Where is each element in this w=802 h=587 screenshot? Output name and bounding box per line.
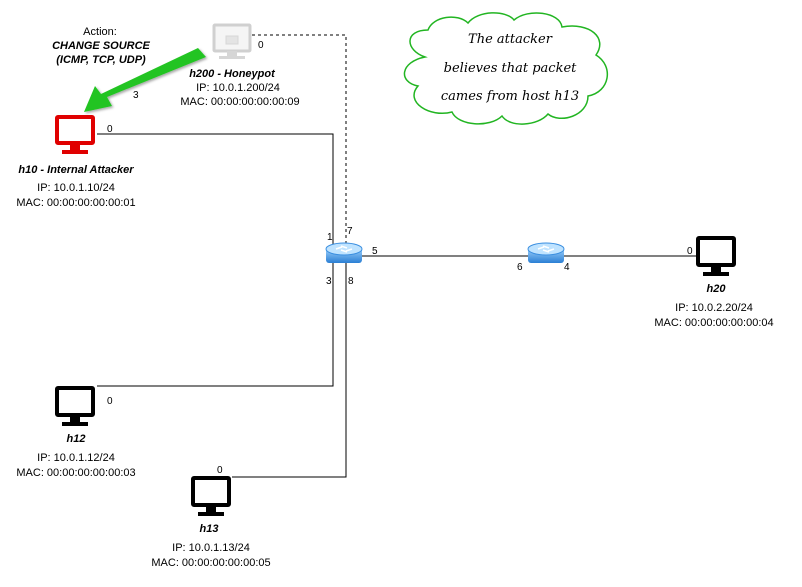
action-title: Action:: [83, 26, 117, 38]
monitor-icon: [55, 386, 95, 426]
h12-mac: MAC: 00:00:00:00:00:03: [16, 467, 135, 479]
h13-port-label: 0: [217, 465, 223, 476]
switch1-port-7: 7: [347, 226, 353, 237]
h20-port-label: 0: [687, 246, 693, 257]
switch1-port-3: 3: [326, 276, 332, 287]
monitor-icon: [212, 23, 252, 59]
h10-name: h10 - Internal Attacker: [18, 164, 134, 176]
monitor-icon: [191, 476, 231, 516]
h13-ip: IP: 10.0.1.13/24: [172, 542, 250, 554]
h200-name: h200 - Honeypot: [189, 68, 276, 80]
cloud-line-2: believes that packet: [444, 61, 577, 76]
thought-cloud: The attacker believes that packet cames …: [403, 12, 609, 125]
attack-arrow: [84, 48, 206, 112]
h20-name: h20: [707, 283, 727, 295]
host-h20[interactable]: 0 h20 IP: 10.0.2.20/24 MAC: 00:00:00:00:…: [654, 236, 774, 329]
h200-ip: IP: 10.0.1.200/24: [196, 82, 280, 94]
h13-name: h13: [200, 523, 219, 535]
h10-port-label: 0: [107, 124, 113, 135]
action-annotation: Action: CHANGE SOURCE (ICMP, TCP, UDP): [52, 26, 150, 66]
switch-1[interactable]: 1 7 5 3 8: [325, 226, 378, 287]
host-h12[interactable]: 0 h12 IP: 10.0.1.12/24 MAC: 00:00:00:00:…: [16, 386, 136, 479]
h10-mac: MAC: 00:00:00:00:00:01: [16, 197, 135, 209]
monitor-icon: [696, 236, 736, 276]
switch1-port-1: 1: [327, 232, 333, 243]
h10-ip: IP: 10.0.1.10/24: [37, 182, 115, 194]
action-protocols: (ICMP, TCP, UDP): [56, 54, 146, 66]
h20-mac: MAC: 00:00:00:00:00:04: [654, 317, 773, 329]
link-h10-switch1: [97, 133, 334, 252]
switch2-port-6: 6: [517, 262, 523, 273]
router-icon: [325, 242, 363, 263]
links: [97, 34, 697, 478]
host-h200[interactable]: 0 h200 - Honeypot IP: 10.0.1.200/24 MAC:…: [180, 23, 300, 108]
link-switch1-h12: [97, 262, 334, 387]
h12-port-label: 0: [107, 396, 113, 407]
cloud-shape: [403, 12, 609, 125]
cloud-line-3: cames from host h13: [441, 89, 579, 104]
h200-port-label: 0: [258, 40, 264, 51]
h20-ip: IP: 10.0.2.20/24: [675, 302, 753, 314]
host-h10[interactable]: 0 h10 - Internal Attacker IP: 10.0.1.10/…: [16, 115, 136, 209]
host-h13[interactable]: 0 h13 IP: 10.0.1.13/24 MAC: 00:00:00:00:…: [151, 465, 270, 569]
router-icon: [527, 242, 565, 263]
switch2-port-4: 4: [564, 262, 570, 273]
switch1-port-8: 8: [348, 276, 354, 287]
monitor-icon: [55, 115, 95, 154]
switch1-port-5: 5: [372, 246, 378, 257]
h13-mac: MAC: 00:00:00:00:00:05: [151, 557, 270, 569]
action-change-source: CHANGE SOURCE: [52, 40, 150, 52]
switch-2[interactable]: 6 4: [517, 242, 570, 273]
h12-ip: IP: 10.0.1.12/24: [37, 452, 115, 464]
h12-name: h12: [67, 433, 86, 445]
arrow-port-label: 3: [133, 90, 139, 101]
cloud-line-1: The attacker: [468, 32, 553, 47]
link-switch1-h13: [232, 262, 347, 478]
link-h200-switch1: [252, 34, 347, 248]
h200-mac: MAC: 00:00:00:00:00:09: [180, 96, 299, 108]
green-arrow-icon: [84, 48, 206, 112]
